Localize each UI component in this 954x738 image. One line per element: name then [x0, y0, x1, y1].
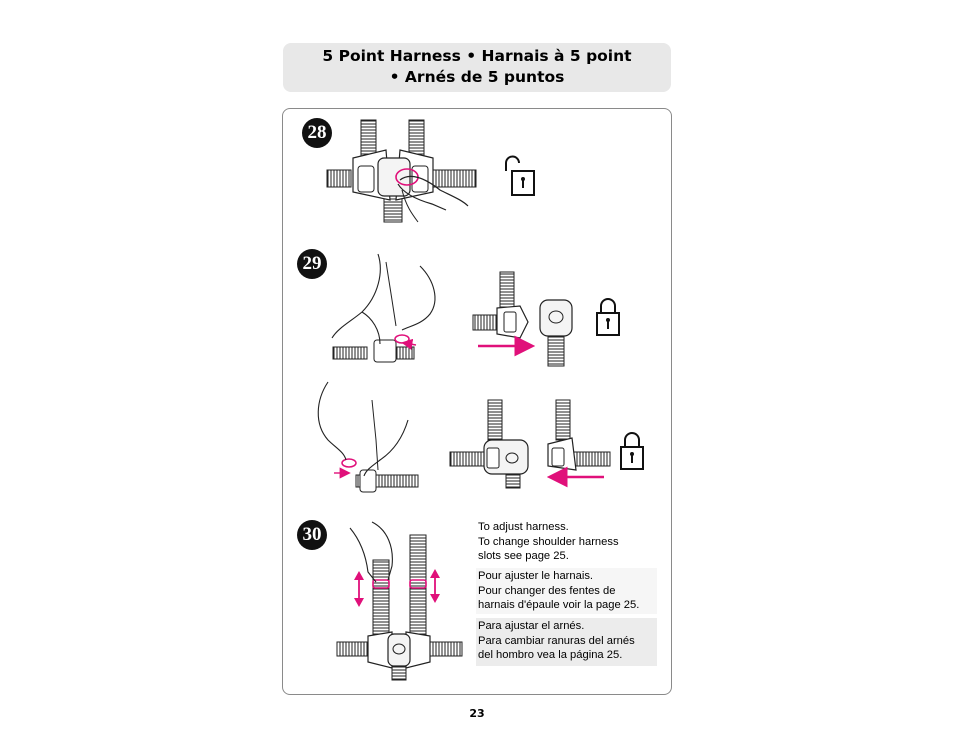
lock-icon	[596, 298, 620, 336]
unlock-icon	[505, 155, 535, 196]
instruction-line: del hombro vea la página 25.	[478, 649, 623, 661]
instruction-french: Pour ajuster le harnais. Pour changer de…	[476, 568, 657, 614]
arrow-updown-icon	[430, 569, 440, 603]
buckle-insert-diagram-1	[472, 271, 573, 367]
step-number-29: 29	[297, 249, 327, 279]
instruction-line: Pour ajuster le harnais.	[478, 570, 594, 582]
instruction-line: To change shoulder harness	[478, 535, 619, 548]
header-title-line2: • Arnés de 5 puntos	[389, 68, 565, 86]
lock-icon	[620, 432, 644, 470]
instruction-line: harnais d'épaule voir la page 25.	[478, 599, 640, 611]
buckle-insert-hands-illustration-2	[317, 381, 419, 493]
instruction-line: slots see page 25.	[478, 550, 569, 562]
instruction-english: To adjust harness. To change shoulder ha…	[478, 520, 655, 564]
buckle-insert-diagram-2	[449, 399, 611, 489]
harness-buckle-unlatch-illustration	[326, 119, 477, 223]
instruction-line: Para ajustar el arnés.	[478, 620, 585, 632]
page-number: 23	[469, 707, 485, 720]
arrow-updown-icon	[354, 571, 364, 607]
step-number-30: 30	[297, 520, 327, 550]
buckle-insert-hands-illustration-1	[331, 253, 436, 363]
header-title-line1: 5 Point Harness • Harnais à 5 point	[322, 47, 632, 65]
section-header: 5 Point Harness • Harnais à 5 point • Ar…	[283, 43, 671, 92]
step-number-28: 28	[302, 118, 332, 148]
instruction-line: Pour changer des fentes de	[478, 584, 616, 597]
instruction-line: Para cambiar ranuras del arnés	[478, 634, 635, 647]
instruction-spanish: Para ajustar el arnés. Para cambiar ranu…	[476, 618, 657, 666]
harness-adjust-illustration	[336, 521, 463, 681]
instruction-line: To adjust harness.	[478, 521, 569, 533]
